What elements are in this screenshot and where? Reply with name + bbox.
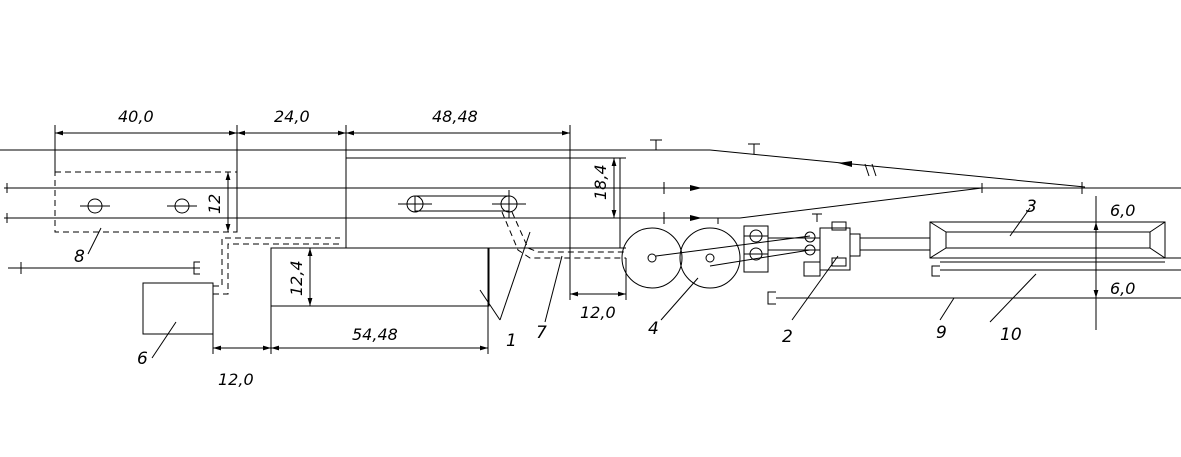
leader-lines <box>87 207 1037 359</box>
callout-6: 6 <box>137 349 148 369</box>
component-4 <box>621 227 811 289</box>
arrow-left <box>838 161 852 167</box>
dim-24: 24,0 <box>274 107 310 126</box>
tick <box>871 163 877 177</box>
dim-12-4: 12,4 <box>287 260 306 296</box>
component-1 <box>270 157 626 307</box>
dimension-lines <box>54 125 1099 354</box>
component-6 <box>142 237 340 335</box>
dim-6-bottom: 6,0 <box>1110 279 1135 298</box>
track-lines <box>0 139 1181 299</box>
dim-54-48: 54,48 <box>352 325 398 344</box>
callout-7: 7 <box>536 323 547 343</box>
dim-6-top: 6,0 <box>1110 201 1135 220</box>
t-marker <box>712 217 724 224</box>
callout-3: 3 <box>1026 197 1037 217</box>
component-2 <box>743 221 861 277</box>
t-marker <box>748 143 760 154</box>
callout-4: 4 <box>648 319 659 339</box>
component-7 <box>398 190 626 259</box>
callout-10: 10 <box>1000 325 1022 345</box>
dim-12-bottom: 12,0 <box>218 370 254 389</box>
dim-12-vertical: 12 <box>205 194 224 214</box>
arrow-right <box>690 185 702 191</box>
dimension-labels: 40,0 24,0 48,48 18,4 12 12,4 54,48 12,0 … <box>118 107 1135 389</box>
dim-18-4: 18,4 <box>591 164 610 200</box>
switch-rail-closing <box>739 187 983 219</box>
callout-8: 8 <box>74 247 85 267</box>
callout-labels: 8 6 1 7 4 2 3 9 10 <box>74 197 1037 369</box>
dim-48-48: 48,48 <box>432 107 478 126</box>
callout-2: 2 <box>782 327 793 347</box>
dim-12-mid: 12,0 <box>580 303 616 322</box>
t-marker <box>812 213 822 222</box>
dim-40: 40,0 <box>118 107 154 126</box>
arrow-right <box>690 215 702 221</box>
component-3 <box>767 221 1166 305</box>
t-marker <box>650 139 662 150</box>
tick <box>864 163 870 177</box>
callout-9: 9 <box>936 323 947 343</box>
callout-1: 1 <box>506 331 517 351</box>
switch-rail-diverging <box>709 149 1086 188</box>
